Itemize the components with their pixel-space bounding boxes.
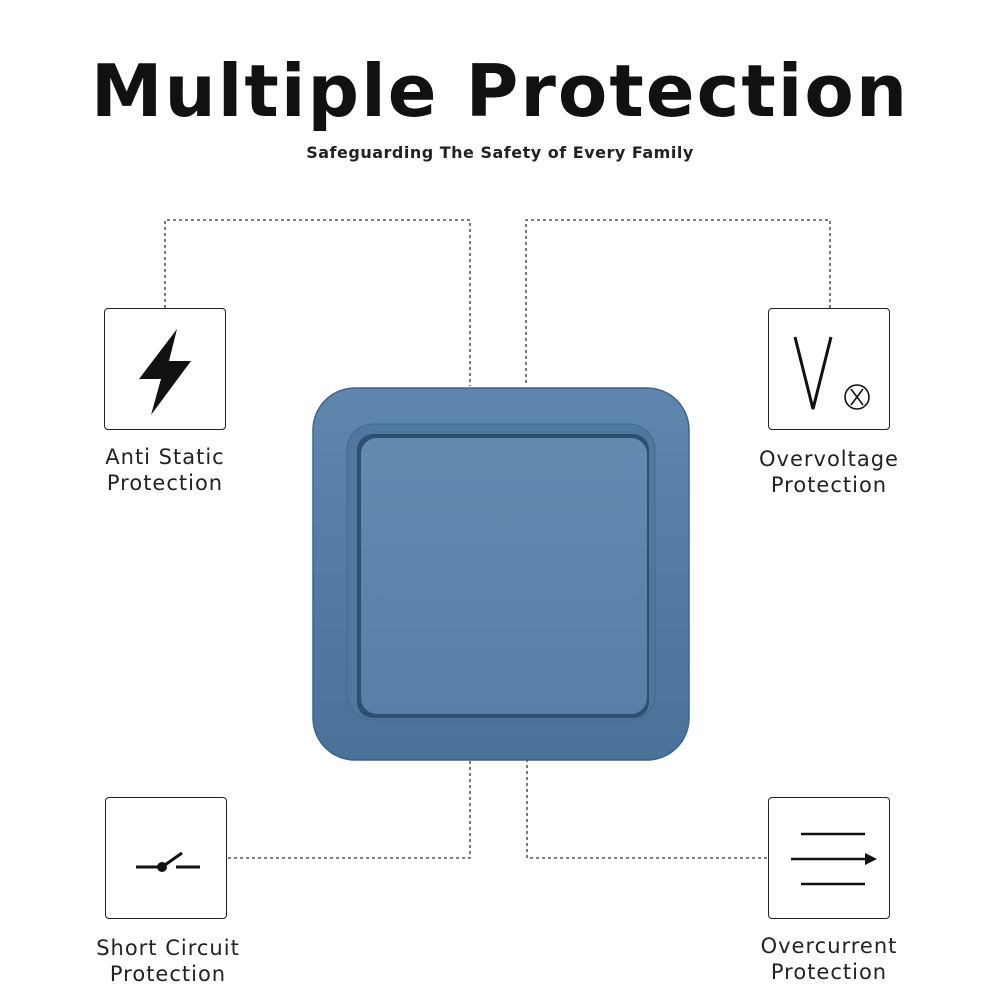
overcurrent-label: Overcurrent Protection	[760, 934, 898, 984]
lightning-bolt-icon	[139, 329, 191, 415]
connector-overvoltage	[525, 219, 831, 386]
anti-static-icon-box	[104, 308, 226, 430]
connector-short-circuit	[228, 760, 471, 859]
connector-anti-static	[164, 219, 471, 386]
connector-overcurrent	[526, 760, 767, 859]
overvoltage-icon-box	[768, 308, 890, 430]
page-subtitle: Safeguarding The Safety of Every Family	[306, 143, 694, 162]
current-flow-arrow-icon	[791, 832, 877, 886]
open-switch-circuit-icon	[136, 851, 200, 872]
page-title: Multiple Protection	[90, 49, 910, 133]
wall-switch-product	[312, 387, 690, 761]
voltage-cross-icon	[793, 336, 870, 410]
short-circuit-label: Short Circuit Protection	[96, 936, 240, 986]
anti-static-label: Anti Static Protection	[105, 445, 225, 495]
overcurrent-icon-box	[768, 797, 890, 919]
switch-rocker	[361, 438, 647, 714]
short-circuit-icon-box	[105, 797, 227, 919]
overvoltage-label: Overvoltage Protection	[759, 447, 899, 497]
